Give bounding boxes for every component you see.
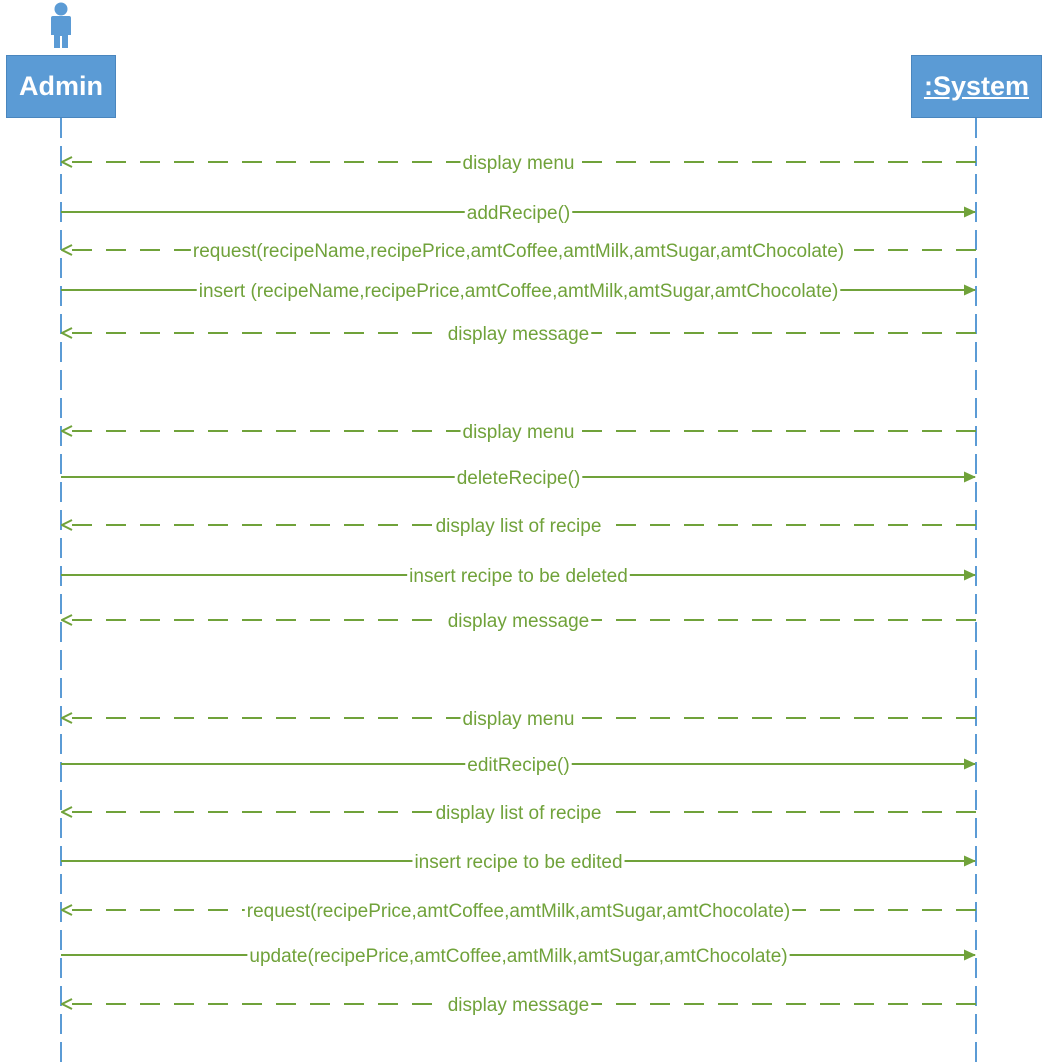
message-label: insert (recipeName,recipePrice,amtCoffee… [199,281,839,302]
message: display message [62,608,976,632]
system-participant: :System [911,55,1042,118]
message-label: display message [448,611,590,632]
message-label-background [445,992,592,1016]
message: deleteRecipe() [61,465,976,489]
message: display menu [62,706,976,730]
message-label: display message [448,995,590,1016]
message-label: update(recipePrice,amtCoffee,amtMilk,amt… [249,946,787,967]
message-label-background [445,608,592,632]
message-label: insert recipe to be edited [414,852,622,873]
message-label: deleteRecipe() [457,468,581,489]
message: insert recipe to be edited [61,849,976,873]
message: request(recipePrice,amtCoffee,amtMilk,am… [62,898,976,922]
message-label: display list of recipe [436,803,602,824]
message-label-background [454,465,583,489]
message-label: display list of recipe [436,516,602,537]
message-label-background [460,150,577,174]
message-label-background [465,752,572,776]
message-label: insert recipe to be deleted [409,566,628,587]
message-label: addRecipe() [467,203,571,224]
message: editRecipe() [61,752,976,776]
message-label-background [412,849,625,873]
message: display message [62,321,976,345]
message-label: editRecipe() [467,755,569,776]
message: display list of recipe [62,800,976,824]
message-label-background [445,321,592,345]
message-label: request(recipePrice,amtCoffee,amtMilk,am… [247,901,791,922]
message: insert (recipeName,recipePrice,amtCoffee… [61,278,976,302]
message-label-background [190,238,847,262]
message: display menu [62,150,976,174]
message-label: request(recipeName,recipePrice,amtCoffee… [193,241,844,262]
message-label-background [196,278,841,302]
message: display message [62,992,976,1016]
message-label-background [244,898,793,922]
message-label-background [433,800,604,824]
message-label-background [460,706,577,730]
message-label-background [464,200,573,224]
message-label: display menu [463,709,575,730]
message: update(recipePrice,amtCoffee,amtMilk,amt… [61,943,976,967]
message-label: display menu [463,153,575,174]
message-list: display menu addRecipe() request(recipeNam… [61,150,976,1016]
message-label-background [433,513,604,537]
message-label: display message [448,324,590,345]
message: display list of recipe [62,513,976,537]
message-label-background [460,419,577,443]
message: addRecipe() [61,200,976,224]
message: insert recipe to be deleted [61,563,976,587]
admin-participant: Admin [6,55,116,118]
message: request(recipeName,recipePrice,amtCoffee… [62,238,976,262]
message-label: display menu [463,422,575,443]
message-label-background [247,943,790,967]
message-label-background [407,563,630,587]
message: display menu [62,419,976,443]
person-icon [51,2,71,48]
